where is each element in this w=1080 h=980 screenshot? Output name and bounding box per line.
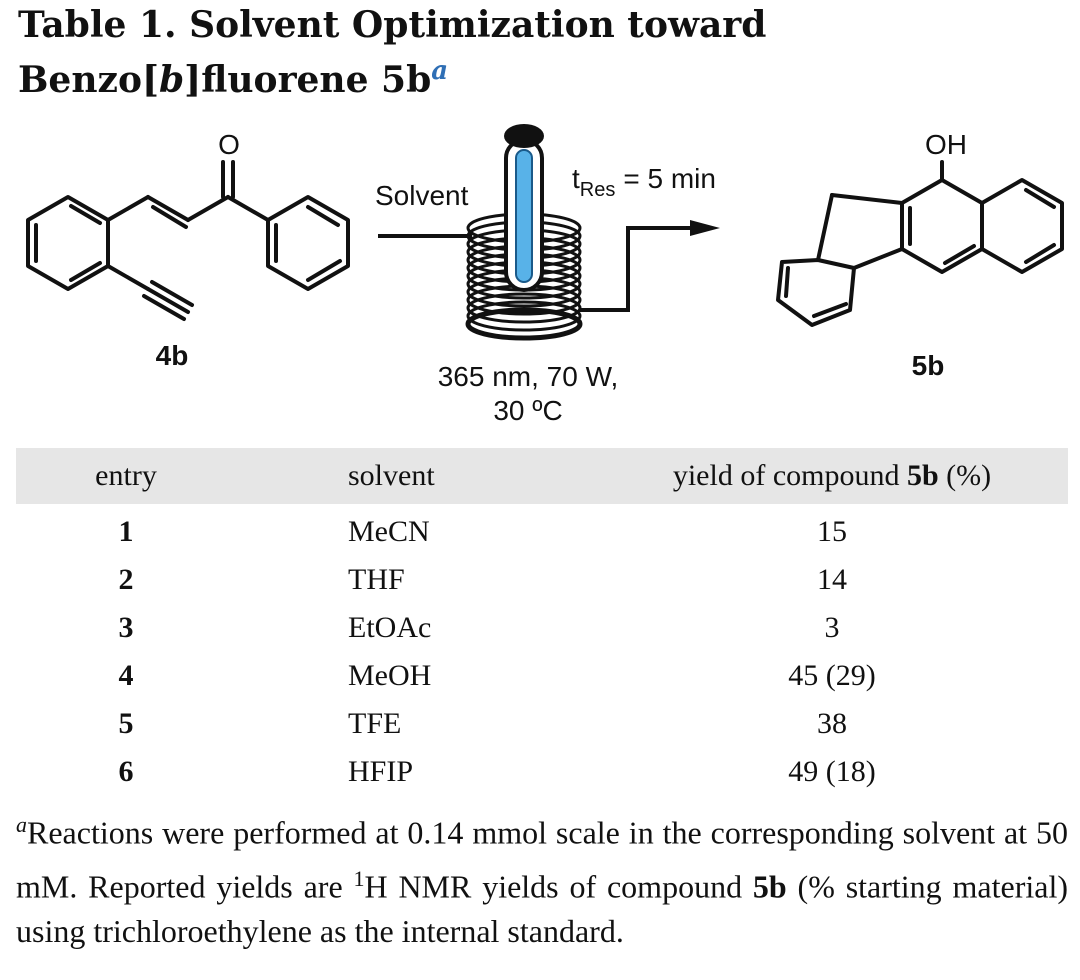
conditions-line1: 365 nm, 70 W, [438,361,619,392]
table-title: Table 1. Solvent Optimization toward Ben… [18,2,1068,103]
footnote-compound: 5b [752,868,787,905]
cell-entry: 1 [118,515,134,548]
cell-solvent: MeOH [348,659,432,692]
cell-entry: 2 [118,563,134,596]
product-label: 5b [912,350,945,381]
title-prefix: Table 1. Solvent Optimization toward Ben… [18,4,767,101]
cell-solvent: MeCN [348,515,430,548]
cell-entry: 3 [118,611,134,644]
photoreactor: Solvent tRes= 5 min 36 [375,124,720,426]
footnote-marker: a [16,812,27,837]
table-row: 2 THF 14 [16,556,1068,604]
table-footnote: aReactions were performed at 0.14 mmol s… [16,812,1069,950]
arrow-head [690,220,720,236]
product-hydroxyl: OH [925,129,967,160]
reaction-scheme-graphic: O 4b Solvent [26,124,1064,426]
nmr-superscript: 1 [353,865,365,891]
table-row: 3 EtOAc 3 [16,604,1068,652]
cell-yield: 38 [817,707,847,740]
title-suffix: ]fluorene 5b [184,59,432,101]
cell-entry: 6 [118,755,134,788]
residence-time: tRes= 5 min [572,163,716,201]
cell-yield: 3 [824,611,840,644]
header-solvent: solvent [348,459,435,492]
product-structure [776,160,1064,327]
table-row: 6 HFIP 49 (18) [16,748,1068,796]
table-row: 1 MeCN 15 [16,504,1068,556]
cell-yield: 45 (29) [788,659,876,692]
results-table: entry solvent yield of compound 5b (%) 1… [16,448,1068,796]
cell-solvent: THF [348,563,405,596]
cell-entry: 4 [118,659,134,692]
header-yield: yield of compound 5b (%) [672,459,992,492]
cell-yield: 49 (18) [788,755,876,788]
reactant-label: 4b [156,340,189,371]
reactant-carbonyl-atom: O [218,129,240,160]
header-entry: entry [95,459,157,492]
table-row: 4 MeOH 45 (29) [16,652,1068,700]
conditions-line2: 30 ºC [493,395,562,426]
lamp-cap [504,124,544,148]
table-header-row: entry solvent yield of compound 5b (%) [16,448,1068,504]
cell-yield: 15 [817,515,847,548]
title-italic: b [159,59,185,101]
solvent-label: Solvent [375,180,469,211]
title-footnote-marker: a [431,56,449,86]
reaction-scheme: O 4b Solvent [0,120,1080,440]
cell-solvent: TFE [348,707,402,740]
reactant-structure [26,160,350,321]
cell-solvent: HFIP [348,755,414,788]
cell-solvent: EtOAc [348,611,432,644]
table-row: 5 TFE 38 [16,700,1068,748]
cell-entry: 5 [118,707,134,740]
cell-yield: 14 [817,563,847,596]
